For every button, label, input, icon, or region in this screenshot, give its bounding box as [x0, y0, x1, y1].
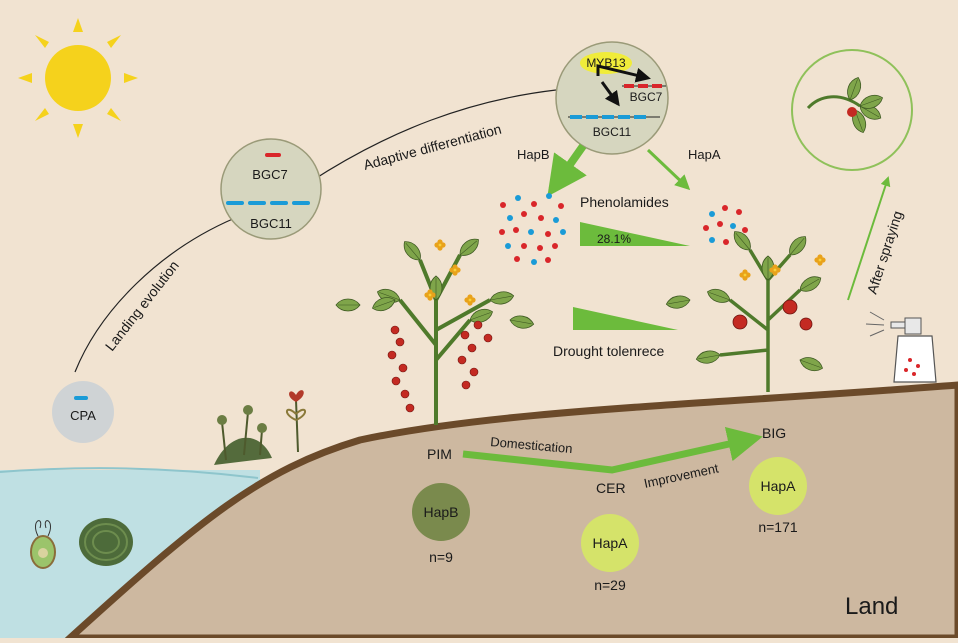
domestication-label: Domestication [490, 434, 573, 456]
drought-label: Drought tolenrece [553, 343, 665, 359]
cer-count: n=29 [594, 577, 626, 593]
sun-icon [18, 18, 138, 138]
ancestral-gene-cluster: BGC7 BGC11 [220, 138, 322, 240]
bgc7-bar-right [622, 84, 666, 88]
bgc11-label-left: BGC11 [250, 216, 292, 231]
bgc7-label-left: BGC7 [252, 167, 287, 182]
moss-icon [214, 390, 306, 465]
phenolamides-percent: 28.1% [597, 232, 631, 246]
cer-haplotype: HapA n=29 [581, 514, 639, 593]
algae-icon [30, 518, 133, 569]
myb13-label: MYB13 [586, 56, 626, 70]
pim-hap-label: HapB [423, 504, 458, 520]
pim-haplotype: HapB n=9 [412, 483, 470, 565]
drought-gradient-wedge [573, 307, 678, 330]
domestication-improvement-arrow [462, 426, 763, 474]
bgc11-bar-left [226, 201, 310, 205]
big-hap-label: HapA [760, 478, 796, 494]
big-count: n=171 [758, 519, 798, 535]
bgc7-bar-left [265, 153, 281, 157]
spray-bottle-icon [865, 311, 937, 383]
hapb-arrow-label: HapB [517, 147, 550, 162]
phenolamides-label: Phenolamides [580, 194, 669, 210]
regulated-gene-cluster: MYB13 BGC7 BGC11 [555, 41, 669, 155]
cer-hap-label: HapA [592, 535, 628, 551]
landing-evolution-arc [74, 217, 236, 373]
pim-label: PIM [427, 446, 452, 462]
after-spraying-inset [791, 49, 913, 171]
water-surface [0, 467, 259, 479]
hapb-thick-arrow [547, 143, 587, 197]
phenolamides-low-cluster [703, 205, 748, 246]
myb13-highlight [580, 52, 632, 74]
hapa-arrow-label: HapA [688, 147, 721, 162]
bgc7-label-right: BGC7 [630, 90, 663, 104]
pim-count: n=9 [429, 549, 453, 565]
bgc11-bar-right [568, 115, 660, 119]
spraying-arrow [847, 176, 891, 301]
cpa-label: CPA [70, 408, 96, 423]
adaptive-differentiation-arc [309, 89, 557, 183]
cpa-node: CPA [52, 381, 114, 443]
big-label: BIG [762, 425, 786, 441]
hapa-thin-arrow [646, 148, 691, 191]
myb13-to-bgc7-arrow [596, 64, 651, 83]
phenolamides-gradient-wedge [580, 222, 690, 246]
phenolamides-high-cluster [499, 193, 566, 265]
tomato-plant-icon [335, 234, 536, 425]
tomato-plant-icon [664, 227, 826, 392]
bgc11-label-right: BGC11 [593, 125, 632, 139]
land-label: Land [845, 593, 898, 620]
myb13-to-bgc11-arrow [600, 81, 620, 107]
cpa-gene-bar [74, 396, 88, 400]
cer-label: CER [596, 480, 626, 496]
big-haplotype: HapA n=171 [749, 457, 807, 535]
